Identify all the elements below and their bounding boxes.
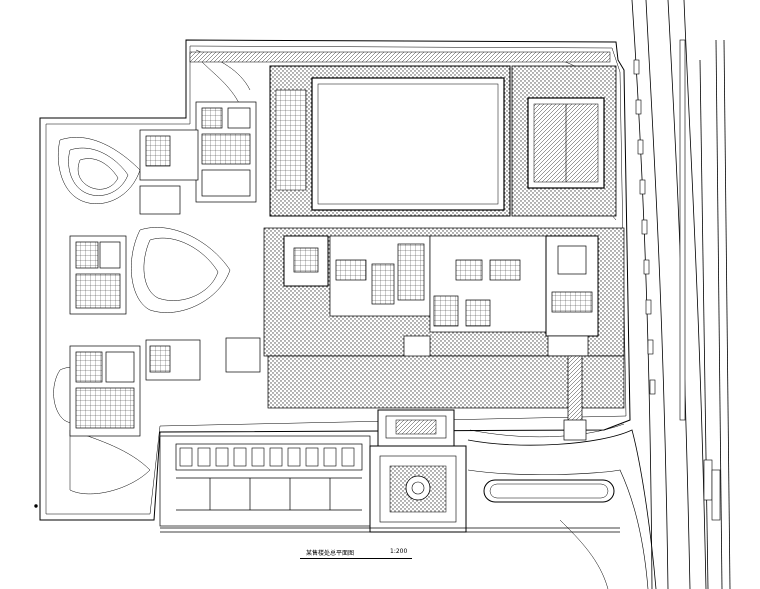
road-markers [633,39,721,521]
drawing-title: 某售楼处总平面图 [306,550,355,557]
entrance-square [369,445,467,533]
entrance-plaza [267,355,625,441]
access-road [160,527,620,533]
central-pool [269,65,511,217]
northeast-building [511,65,617,217]
north-arrow-icon [34,504,38,508]
parking-lot [159,435,371,527]
garden-contours [53,49,625,495]
top-parking-strip [189,51,611,63]
road-island [467,429,657,589]
villa-cluster-north [139,101,257,215]
villa-cluster-west [69,235,201,437]
title-underline [300,558,412,559]
sales-centre-building [225,227,625,373]
drawing-scale: 1:200 [390,548,408,555]
water-feature [377,409,455,447]
